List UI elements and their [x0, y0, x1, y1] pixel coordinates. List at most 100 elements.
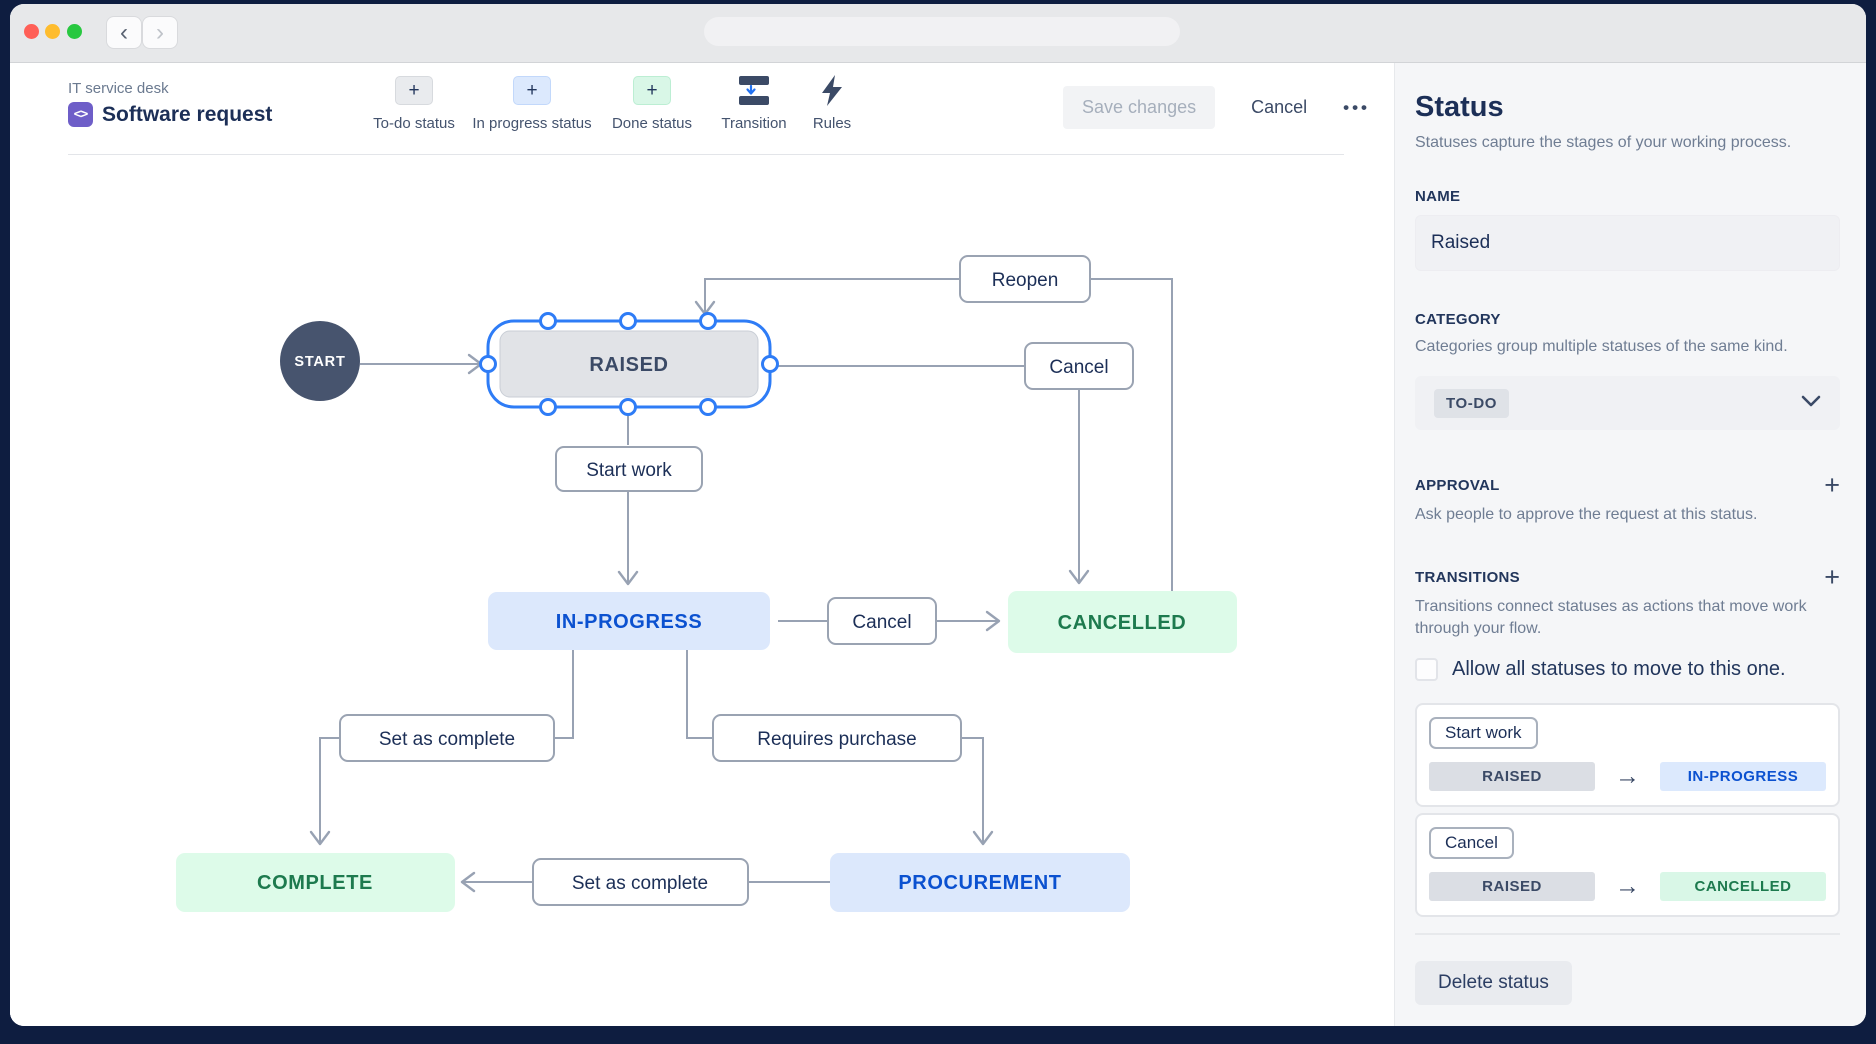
plus-icon: +	[646, 79, 658, 101]
transition-card-start-work[interactable]: Start work RAISED → IN-PROGRESS	[1415, 703, 1840, 808]
add-inprogress-status-button[interactable]: +	[513, 76, 551, 105]
node-raised[interactable]: RAISED	[499, 330, 759, 398]
selection-handle[interactable]	[761, 355, 779, 373]
plus-icon: +	[526, 79, 538, 101]
add-transition-button[interactable]: +	[1824, 562, 1840, 593]
transition-card-cancel[interactable]: Cancel RAISED → CANCELLED	[1415, 813, 1840, 918]
node-raised-label: RAISED	[589, 354, 668, 376]
allow-all-label: Allow all statuses to move to this one.	[1452, 658, 1786, 681]
add-done-status-button[interactable]: +	[633, 76, 671, 105]
save-changes-button[interactable]: Save changes	[1063, 86, 1216, 129]
back-icon: ‹	[120, 18, 128, 46]
workflow-editor-main: IT service desk <> Software request + To…	[10, 63, 1394, 1026]
add-transition: Transition	[706, 76, 802, 132]
maximize-window-button[interactable]	[67, 24, 82, 39]
panel-divider	[1415, 933, 1840, 936]
transition-action-chip[interactable]: Cancel	[1429, 827, 1514, 860]
name-label: NAME	[1415, 188, 1461, 205]
transition-reopen-label: Reopen	[992, 270, 1059, 291]
transition-labels: Reopen Cancel Start work	[339, 255, 1134, 906]
add-todo-status-label: To-do status	[373, 115, 455, 132]
status-detail-panel: Status Statuses capture the stages of yo…	[1394, 63, 1866, 1026]
category-label: CATEGORY	[1415, 311, 1501, 328]
breadcrumb[interactable]: IT service desk	[68, 80, 169, 97]
selection-handle[interactable]	[619, 312, 637, 330]
lightning-bolt-icon[interactable]	[819, 75, 845, 106]
transition-set-complete-left[interactable]: Set as complete	[339, 714, 555, 762]
minimize-window-button[interactable]	[45, 24, 60, 39]
add-transition-label: Transition	[721, 115, 787, 132]
to-status-badge: IN-PROGRESS	[1660, 762, 1826, 792]
node-start-label: START	[294, 354, 345, 370]
add-todo-status-button[interactable]: +	[395, 76, 433, 105]
close-window-button[interactable]	[24, 24, 39, 39]
transition-start-work-label: Start work	[586, 460, 672, 481]
add-inprogress-status: + In progress status	[466, 76, 598, 132]
add-done-status-label: Done status	[611, 115, 693, 132]
arrow-right-icon: →	[1615, 762, 1640, 791]
transition-cancel-top[interactable]: Cancel	[1024, 342, 1134, 390]
name-input[interactable]	[1415, 215, 1840, 271]
selection-handle[interactable]	[479, 355, 497, 373]
arrow-right-icon: →	[1615, 872, 1640, 901]
panel-title: Status	[1415, 91, 1504, 123]
plus-icon: +	[408, 79, 420, 101]
from-status-badge: RAISED	[1429, 872, 1595, 902]
selection-handle[interactable]	[619, 398, 637, 416]
category-dropdown[interactable]: TO-DO	[1415, 376, 1840, 431]
node-in-progress[interactable]: IN-PROGRESS	[488, 592, 770, 650]
transition-cancel-mid-label: Cancel	[852, 612, 911, 633]
chevron-down-icon	[1801, 394, 1821, 412]
allow-all-checkbox[interactable]	[1415, 658, 1438, 682]
more-menu-button[interactable]: •••	[1343, 97, 1370, 117]
transition-start-work[interactable]: Start work	[555, 446, 703, 492]
transition-action-chip[interactable]: Start work	[1429, 717, 1538, 750]
cancel-button[interactable]: Cancel	[1251, 97, 1308, 117]
transition-requires-purchase[interactable]: Requires purchase	[712, 714, 962, 762]
page-title: Software request	[102, 102, 273, 126]
to-status-badge: CANCELLED	[1660, 872, 1826, 902]
back-button[interactable]: ‹	[107, 17, 141, 48]
forward-icon: ›	[156, 18, 164, 46]
selection-handle[interactable]	[699, 398, 717, 416]
selection-handle[interactable]	[699, 312, 717, 330]
category-value-badge: TO-DO	[1434, 388, 1510, 418]
selection-handle[interactable]	[539, 398, 557, 416]
transitions-label: TRANSITIONS	[1415, 568, 1520, 586]
transition-requires-purchase-label: Requires purchase	[757, 729, 916, 750]
transition-cancel-mid[interactable]: Cancel	[827, 597, 937, 645]
selection-handles	[479, 312, 779, 416]
transition-set-complete-left-label: Set as complete	[379, 729, 515, 750]
add-approval-button[interactable]: +	[1824, 470, 1840, 501]
workflow-canvas[interactable]: START RAISED IN-PROGRESS CANCELL	[10, 155, 1394, 1026]
transition-reopen[interactable]: Reopen	[959, 255, 1091, 303]
node-procurement-label: PROCUREMENT	[898, 872, 1061, 894]
category-description: Categories group multiple statuses of th…	[1415, 338, 1788, 355]
selection-handle[interactable]	[539, 312, 557, 330]
transition-cancel-top-label: Cancel	[1049, 357, 1108, 378]
browser-chrome: ‹ ›	[10, 4, 1866, 63]
approval-label: APPROVAL	[1415, 476, 1500, 494]
browser-window: ‹ › IT service desk <> Software request	[10, 4, 1866, 1026]
node-in-progress-label: IN-PROGRESS	[556, 611, 703, 633]
add-inprogress-status-label: In progress status	[472, 115, 592, 132]
code-icon-glyph: <>	[73, 107, 89, 122]
connector-reopen[interactable]	[694, 278, 1173, 591]
rules-tool: Rules	[802, 75, 862, 132]
address-bar[interactable]	[704, 17, 1180, 46]
transitions-description: Transitions connect statuses as actions …	[1415, 598, 1807, 638]
transition-icon[interactable]	[737, 76, 771, 105]
node-complete[interactable]: COMPLETE	[176, 853, 455, 912]
panel-subtitle: Statuses capture the stages of your work…	[1415, 134, 1792, 151]
node-start[interactable]: START	[280, 321, 360, 401]
delete-status-button[interactable]: Delete status	[1415, 961, 1572, 1006]
node-cancelled[interactable]: CANCELLED	[1008, 591, 1237, 653]
connector-cancel-top[interactable]	[778, 365, 1090, 585]
transition-set-complete-bottom[interactable]: Set as complete	[532, 858, 749, 906]
node-procurement[interactable]: PROCUREMENT	[830, 853, 1130, 912]
from-status-badge: RAISED	[1429, 762, 1595, 792]
transition-set-complete-bottom-label: Set as complete	[572, 873, 708, 894]
node-complete-label: COMPLETE	[257, 872, 373, 894]
forward-button[interactable]: ›	[143, 17, 177, 48]
